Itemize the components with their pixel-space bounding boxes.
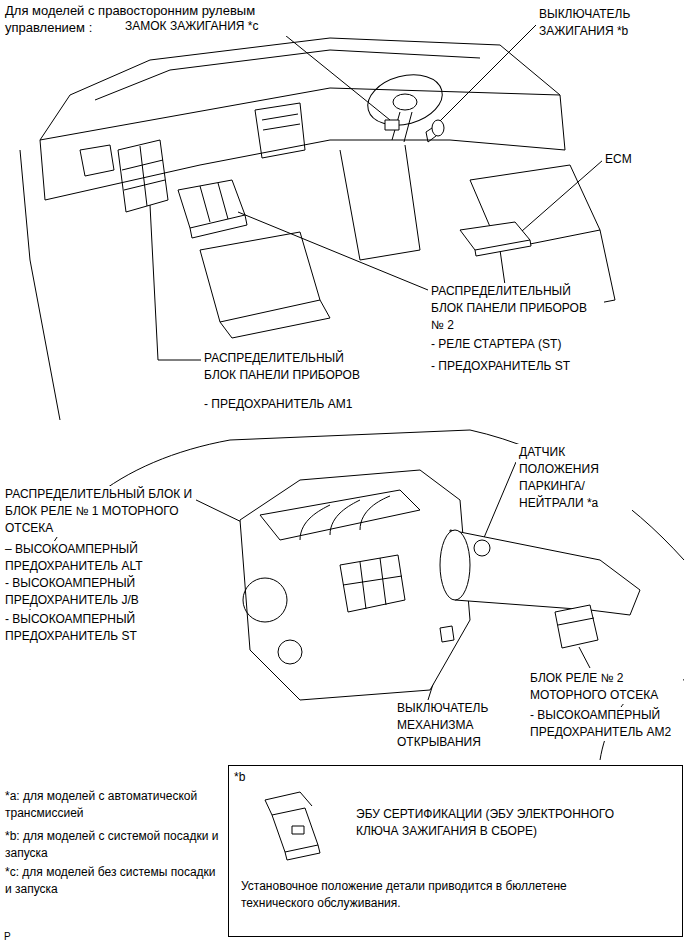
pulley: [243, 578, 287, 622]
leader-line: [275, 27, 390, 120]
center-console: [340, 145, 420, 260]
windshield-inner: [95, 50, 480, 100]
part-label: – ВЫСОКОАМПЕРНЫЙ ПРЕДОХРАНИТЕЛЬ ALT: [2, 541, 178, 575]
windshield-edge: [70, 38, 500, 95]
passenger-seat-edge: [220, 300, 330, 338]
footnote-mark: *b: [234, 769, 245, 786]
valve-cover: [260, 490, 420, 540]
part-label: *c: для моделей без системы посадки и за…: [2, 864, 223, 898]
dashboard-ends: [40, 95, 565, 200]
transmission: [450, 530, 640, 615]
part-label: - ВЫСОКОАМПЕРНЫЙ ПРЕДОХРАНИТЕЛЬ ST: [2, 611, 178, 645]
part-label: БЛОК РЕЛЕ № 2 МОТОРНОГО ОТСЕКА: [527, 670, 683, 704]
pulley: [278, 640, 302, 664]
engine-block: [240, 470, 470, 700]
ecu-body: [272, 808, 318, 852]
part-label: ВЫКЛЮЧАТЕЛЬ ЗАЖИГАНИЯ *b: [536, 6, 647, 40]
part-label: - ПРЕДОХРАНИТЕЛЬ ST: [428, 358, 573, 375]
part-label: РАСПРЕДЕЛИТЕЛЬНЫЙ БЛОК И БЛОК РЕЛЕ № 1 М…: [2, 486, 196, 537]
door-edge: [20, 150, 60, 420]
part-label: *b: для моделей с системой посадки и зап…: [2, 828, 223, 862]
ignition-switch: [432, 120, 444, 136]
part-label: РАСПРЕДЕЛИТЕЛЬНЫЙ БЛОК ПАНЕЛИ ПРИБОРОВ №…: [428, 283, 604, 334]
hood-switch: [440, 626, 454, 642]
cabin-drawing: [20, 38, 615, 420]
part-label: ECM: [602, 151, 635, 168]
leader-line: [483, 462, 516, 540]
part-label: РАСПРЕДЕЛИТЕЛЬНЫЙ БЛОК ПАНЕЛИ ПРИБОРОВ: [201, 350, 377, 384]
part-label: *a: для моделей с автоматической трансми…: [2, 788, 223, 822]
leader-line: [238, 212, 428, 290]
leader-line: [440, 25, 536, 121]
part-label: - ВЫСОКОАМПЕРНЫЙ ПРЕДОХРАНИТЕЛЬ J/B: [2, 575, 178, 609]
transmission-bell: [440, 530, 470, 600]
certification-ecu-icon: [265, 792, 320, 860]
ecu-connector: [292, 826, 304, 834]
part-label: ВЫКЛЮЧАТЕЛЬ МЕХАНИЗМА ОТКРЫВАНИЯ: [394, 700, 510, 751]
ecu-side: [285, 845, 320, 860]
dashboard-top: [40, 88, 560, 140]
note-text: ЭБУ СЕРТИФИКАЦИИ (ЭБУ ЭЛЕКТРОННОГО КЛЮЧА…: [356, 806, 656, 840]
note-text: Установочное положение детали приводится…: [241, 878, 641, 912]
leader-line: [579, 647, 590, 668]
part-label: - ВЫСОКОАМПЕРНЫЙ ПРЕДОХРАНИТЕЛЬ AM2: [527, 707, 683, 741]
part-label: - ПРЕДОХРАНИТЕЛЬ AM1: [201, 396, 355, 413]
steering-hub: [393, 94, 417, 110]
part-label: - РЕЛЕ СТАРТЕРА (ST): [428, 336, 564, 353]
instrument-panel-junction-block: [118, 140, 168, 212]
note-frame: *bЭБУ СЕРТИФИКАЦИИ (ЭБУ ЭЛЕКТРОННОГО КЛЮ…: [228, 765, 683, 937]
intake-runners: [300, 496, 390, 540]
part-label: P: [1, 930, 14, 944]
instrument-panel-junction-block-2: [178, 180, 247, 238]
engine-room-relay-block-2: [555, 605, 598, 648]
passenger-seat-cushion: [200, 232, 320, 322]
center-stack: [255, 103, 305, 158]
ignition-switch-body: [426, 128, 436, 142]
engine-room-relay-block-1: [340, 555, 405, 612]
part-label: ДАТЧИК ПОЛОЖЕНИЯ ПАРКИНГА/ НЕЙТРАЛИ *a: [516, 444, 632, 512]
park-neutral-sensor: [474, 540, 490, 556]
ecm-unit: [460, 222, 531, 256]
ignition-lock: [385, 120, 399, 130]
a-pillar: [40, 95, 70, 140]
leader-line: [150, 205, 205, 360]
glovebox: [80, 145, 114, 176]
cowl-line: [230, 430, 470, 440]
leader-line: [522, 160, 603, 231]
part-label: ЗАМОК ЗАЖИГАНИЯ *c: [122, 18, 262, 35]
